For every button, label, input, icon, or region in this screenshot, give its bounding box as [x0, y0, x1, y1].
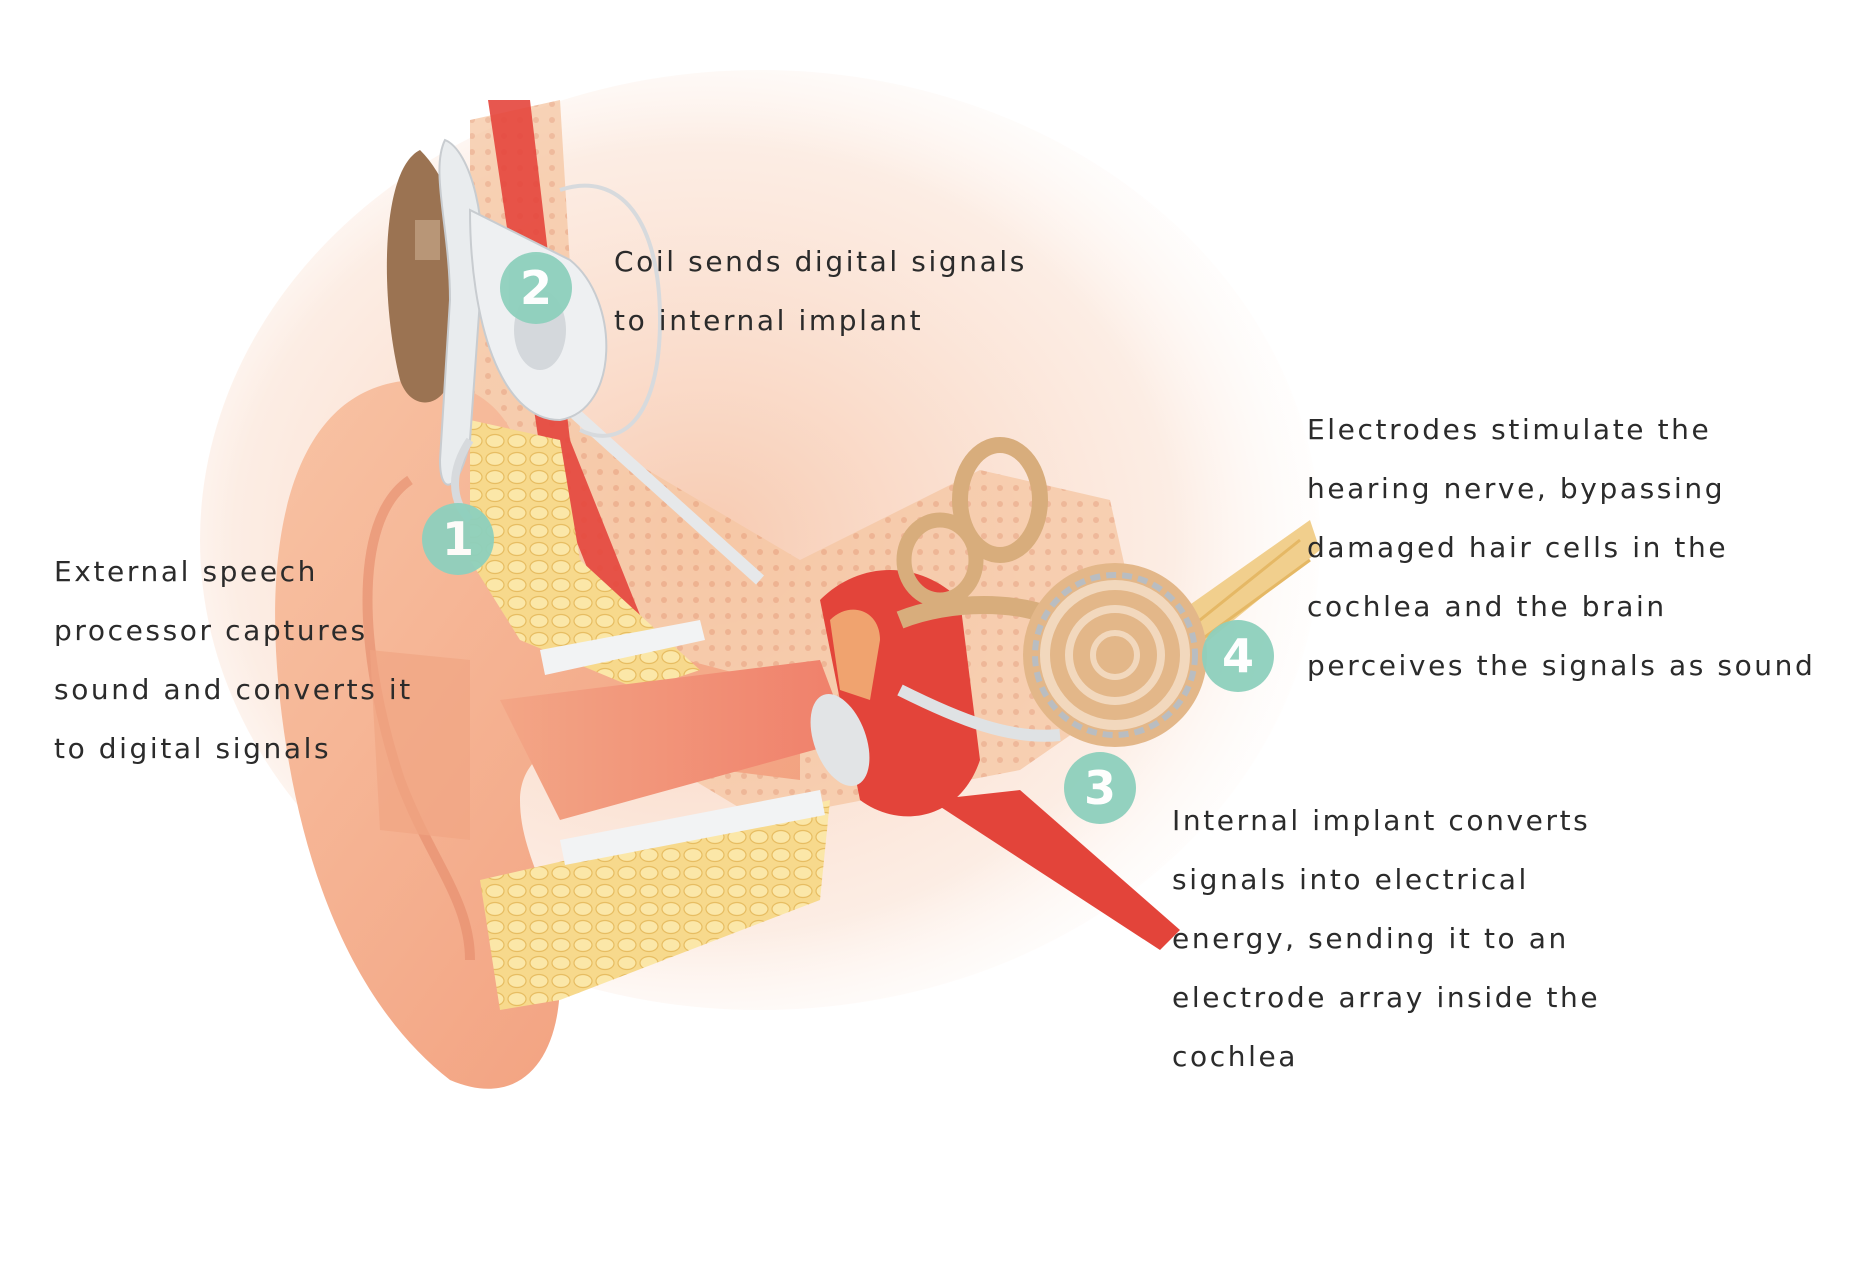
step-3-caption: Internal implant converts signals into e…: [1172, 791, 1600, 1086]
caption-line: sound and converts it: [54, 673, 413, 706]
eustachian-tube: [930, 790, 1180, 950]
step-2-badge: 2: [500, 252, 572, 324]
caption-line: cochlea and the brain: [1307, 590, 1667, 623]
step-4-caption: Electrodes stimulate the hearing nerve, …: [1307, 400, 1815, 695]
caption-line: Internal implant converts: [1172, 804, 1591, 837]
caption-line: perceives the signals as sound: [1307, 649, 1816, 682]
caption-line: External speech: [54, 555, 319, 588]
step-1-badge: 1: [422, 503, 494, 575]
caption-line: damaged hair cells in the: [1307, 531, 1729, 564]
caption-line: Electrodes stimulate the: [1307, 413, 1712, 446]
caption-line: Coil sends digital signals: [614, 245, 1027, 278]
ear-canal: [500, 620, 850, 865]
caption-line: cochlea: [1172, 1040, 1299, 1073]
step-3-badge: 3: [1064, 752, 1136, 824]
caption-line: electrode array inside the: [1172, 981, 1601, 1014]
step-4-badge: 4: [1202, 620, 1274, 692]
electrode-lead: [555, 395, 1061, 742]
fat-tissue: [470, 420, 830, 1010]
inner-ear: [896, 437, 1207, 747]
caption-line: to digital signals: [54, 732, 332, 765]
caption-line: to internal implant: [614, 304, 924, 337]
step-1-caption: External speech processor captures sound…: [54, 542, 413, 778]
caption-line: hearing nerve, bypassing: [1307, 472, 1726, 505]
muscle-strip: [488, 100, 650, 650]
caption-line: signals into electrical: [1172, 863, 1529, 896]
caption-line: processor captures: [54, 614, 368, 647]
caption-line: energy, sending it to an: [1172, 922, 1569, 955]
step-2-caption: Coil sends digital signals to internal i…: [614, 232, 1027, 350]
